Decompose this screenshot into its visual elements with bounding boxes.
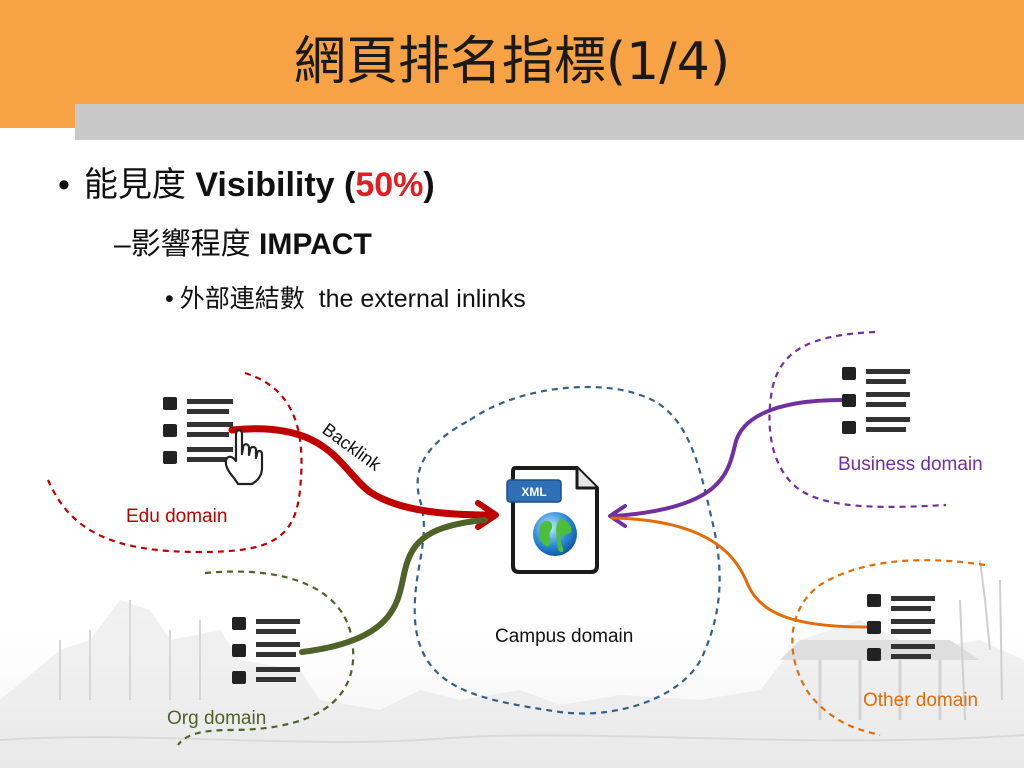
org-domain-boundary bbox=[177, 570, 355, 746]
edu-backlink-arrow bbox=[228, 425, 494, 519]
slide-title: 網頁排名指標(1/4) bbox=[293, 32, 731, 92]
visibility-percent: 50% bbox=[355, 166, 424, 204]
hand-cursor-icon bbox=[224, 429, 264, 486]
business-link-arrow bbox=[613, 398, 844, 518]
xml-globe-file-icon: XML bbox=[506, 466, 599, 574]
business-arrow-head bbox=[608, 504, 627, 528]
bullet-close-paren: ) bbox=[423, 166, 435, 204]
other-link-arrow bbox=[610, 516, 868, 629]
campus-domain-boundary bbox=[413, 385, 721, 715]
edu-domain-label: Edu domain bbox=[126, 506, 228, 527]
org-link-arrow bbox=[299, 517, 488, 655]
bullet-marker: – bbox=[114, 228, 131, 261]
other-domain-boundary bbox=[791, 559, 986, 737]
list-icon bbox=[867, 594, 935, 661]
bullet-english-text: IMPACT bbox=[259, 228, 372, 261]
list-icon bbox=[163, 397, 233, 464]
bullet-marker: • bbox=[165, 285, 174, 313]
business-domain-boundary bbox=[768, 330, 947, 508]
bullet-marker: • bbox=[58, 166, 70, 204]
list-icon bbox=[842, 367, 910, 434]
bullet-external-inlinks: •外部連結數 the external inlinks bbox=[165, 280, 526, 318]
business-domain-label: Business domain bbox=[838, 454, 983, 475]
other-domain-label: Other domain bbox=[863, 690, 979, 711]
xml-badge-text: XML bbox=[521, 485, 546, 499]
bullet-english-text: the external inlinks bbox=[318, 285, 526, 313]
org-domain-label: Org domain bbox=[167, 708, 267, 729]
bullet-cjk-text: 能見度 bbox=[83, 165, 186, 205]
bullet-cjk-text: 影響程度 bbox=[130, 227, 251, 262]
bullet-impact: –影響程度 IMPACT bbox=[114, 222, 372, 268]
bullet-visibility: • 能見度 Visibility (50%) bbox=[58, 160, 435, 210]
campus-domain-label: Campus domain bbox=[495, 626, 634, 647]
campus-sketch-background bbox=[0, 559, 1024, 768]
list-icon bbox=[232, 617, 300, 684]
title-underline-bar bbox=[75, 104, 1024, 140]
bullet-english-text: Visibility ( bbox=[195, 166, 356, 204]
bullet-cjk-text: 外部連結數 bbox=[179, 284, 305, 313]
